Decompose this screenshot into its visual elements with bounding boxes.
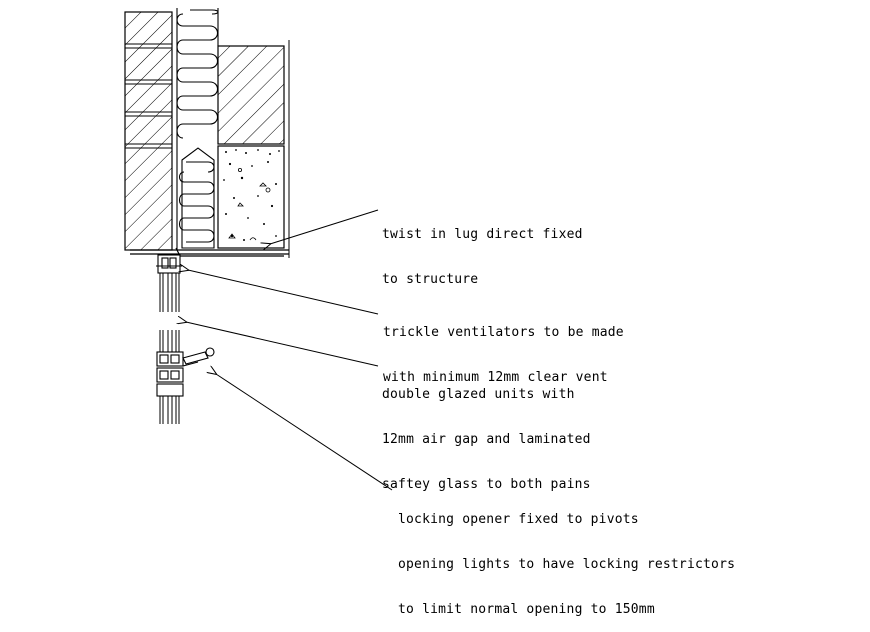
- leader-opener: [216, 374, 393, 491]
- pivot-opener-hardware: [156, 347, 215, 397]
- concrete-lintel: [217, 145, 285, 249]
- annotation-opener: locking opener fixed to pivots opening l…: [398, 482, 735, 632]
- outer-brick-leaf: [124, 11, 173, 251]
- annotation-glazing-line-1: double glazed units with: [382, 387, 575, 402]
- annotation-glazing: double glazed units with 12mm air gap an…: [382, 357, 591, 507]
- annotation-opener-line-2: opening lights to have locking restricto…: [398, 557, 736, 572]
- annotation-vent-line-2: with minimum 12mm clear vent: [383, 370, 608, 385]
- annotation-opener-line-1: locking opener fixed to pivots: [398, 512, 639, 527]
- cavity-insulation: [176, 8, 219, 250]
- annotation-glazing-line-2: 12mm air gap and laminated: [382, 432, 591, 447]
- leader-glazing: [186, 322, 379, 367]
- inner-blockwork-leaf: [217, 40, 290, 258]
- double-glazed-unit: [159, 273, 180, 352]
- double-glazed-unit-lower: [159, 396, 180, 424]
- annotation-vent-line-1: trickle ventilators to be made: [383, 325, 624, 340]
- window-frame-head: [156, 254, 182, 274]
- leader-lug: [270, 209, 379, 244]
- annotation-lug-line-2: to structure: [382, 272, 479, 287]
- leader-vent: [188, 270, 379, 315]
- annotation-opener-line-3: to limit normal opening to 150mm: [398, 602, 655, 617]
- annotation-glazing-line-3: saftey glass to both pains: [382, 477, 591, 492]
- leader-lines: [186, 209, 393, 491]
- annotation-lug-line-1: twist in lug direct fixed: [382, 227, 583, 242]
- annotation-lug: twist in lug direct fixed to structure: [382, 197, 583, 302]
- annotation-vent: trickle ventilators to be made with mini…: [383, 295, 624, 400]
- window-head-section-drawing: [124, 8, 393, 491]
